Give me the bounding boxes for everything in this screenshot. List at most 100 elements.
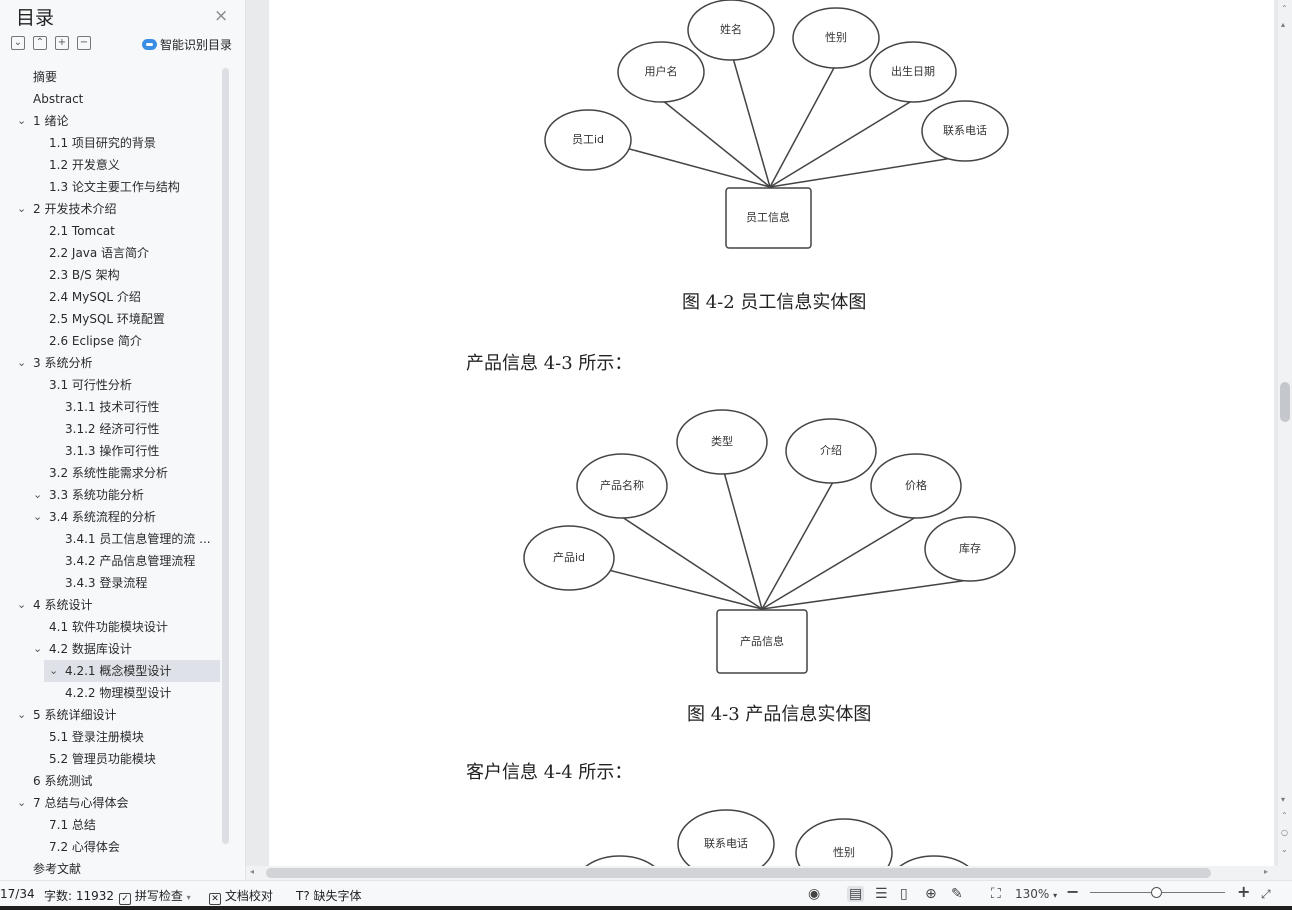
toc-item[interactable]: 5.1 登录注册模块 [8,726,220,748]
vertical-scrollbar[interactable]: ⌃ ▴ ▾ ⌃ ○ ⌄ [1278,0,1292,880]
toc-item[interactable]: 3.4.1 员工信息管理的流 ... [8,528,220,550]
spell-check-button[interactable]: ✓ 拼写检查 ▾ [119,887,191,905]
zoom-slider-knob[interactable] [1151,887,1163,898]
fit-page-icon[interactable]: ⛶ [991,886,1001,902]
toc-item[interactable]: ⌄4.2.1 概念模型设计 [44,660,220,682]
toc-item[interactable]: 3.1.3 操作可行性 [8,440,220,462]
toc-item[interactable]: ⌄2 开发技术介绍 [8,198,220,220]
fullscreen-icon[interactable]: ⤢ [1261,887,1271,901]
er-link [761,579,970,610]
vertical-scroll-thumb[interactable] [1280,382,1290,422]
toc-item[interactable]: 参考文献 [8,858,220,878]
toc-item-label: 6 系统测试 [33,774,93,788]
toc-item[interactable]: 6 系统测试 [8,770,220,792]
scroll-down-icon[interactable]: ▾ [1281,795,1286,804]
zoom-out-icon[interactable]: − [1066,882,1080,901]
toc-item[interactable]: 5.2 管理员功能模块 [8,748,220,770]
eye-protection-icon[interactable]: ◉ [808,886,821,902]
toc-item[interactable]: ⌄3 系统分析 [8,352,220,374]
zoom-in-icon[interactable]: + [1237,882,1251,901]
toc-scrollbar[interactable] [222,68,229,844]
prev-page-icon[interactable]: ⌃ [1281,811,1288,820]
toc-item[interactable]: 3.2 系统性能需求分析 [8,462,220,484]
entity-label: 产品信息 [740,634,784,648]
expand-down-icon[interactable]: ⌄ [11,36,25,50]
dropdown-arrow-icon[interactable]: ▾ [186,893,191,902]
toc-item[interactable]: 2.3 B/S 架构 [8,264,220,286]
toc-item[interactable]: 1.3 论文主要工作与结构 [8,176,220,198]
toc-item[interactable]: 7.2 心得体会 [8,836,220,858]
toc-item[interactable]: 2.5 MySQL 环境配置 [8,308,220,330]
toc-item[interactable]: ⌄1 绪论 [8,110,220,132]
word-count[interactable]: 字数: 11932 [44,889,115,903]
horizontal-scrollbar[interactable]: ◂ ▸ [246,866,1278,880]
er-diagram-employee: 员工id 用户名 姓名 性别 出生日期 联系电话 员工信息 [544,0,1009,249]
chevron-down-icon[interactable]: ⌄ [17,356,27,369]
chevron-down-icon[interactable]: ⌄ [33,510,43,523]
web-view-icon[interactable]: ⊕ [925,886,937,902]
toc-item-label: 1.3 论文主要工作与结构 [49,180,180,194]
proofread-button[interactable]: ✕ 文档校对 [209,887,273,905]
toc-item[interactable]: 3.1.1 技术可行性 [8,396,220,418]
toc-item[interactable]: ⌄4 系统设计 [8,594,220,616]
expand-all-icon[interactable]: + [55,36,69,50]
toc-item[interactable]: ⌄5 系统详细设计 [8,704,220,726]
attribute-label: 产品id [553,550,585,564]
scroll-up-icon[interactable]: ▴ [1281,20,1286,29]
toc-item[interactable]: ⌄7 总结与心得体会 [8,792,220,814]
toc-item[interactable]: 2.4 MySQL 介绍 [8,286,220,308]
toc-item[interactable]: 2.1 Tomcat [8,220,220,242]
toc-item[interactable]: 7.1 总结 [8,814,220,836]
toc-item[interactable]: Abstract [8,88,220,110]
status-bar: 17/34 字数: 11932 ✓ 拼写检查 ▾ ✕ 文档校对 T? 缺失字体 … [0,880,1292,906]
chevron-down-icon[interactable]: ⌄ [17,202,27,215]
smart-toc-label: 智能识别目录 [160,38,233,52]
toc-item-label: 2.1 Tomcat [49,224,115,238]
toc-item[interactable]: ⌄3.4 系统流程的分析 [8,506,220,528]
toc-item[interactable]: 3.1.2 经济可行性 [8,418,220,440]
toc-item[interactable]: 摘要 [8,66,220,88]
toc-item[interactable]: 1.2 开发意义 [8,154,220,176]
chevron-down-icon[interactable]: ⌄ [33,488,43,501]
page-indicator[interactable]: 17/34 [0,887,35,901]
toc-item[interactable]: 3.4.2 产品信息管理流程 [8,550,220,572]
toc-item[interactable]: 3.1 可行性分析 [8,374,220,396]
chevron-down-icon[interactable]: ⌄ [33,642,43,655]
toc-item[interactable]: 4.2.2 物理模型设计 [8,682,220,704]
page-select-icon[interactable]: ○ [1281,828,1288,837]
toc-item[interactable]: 2.2 Java 语言简介 [8,242,220,264]
toc-item[interactable]: ⌄3.3 系统功能分析 [8,484,220,506]
page-view-icon[interactable]: ▤ [847,886,865,902]
toc-item[interactable]: 3.4.3 登录流程 [8,572,220,594]
chevron-down-icon[interactable]: ⌄ [49,664,59,677]
proofread-label: 文档校对 [224,889,273,903]
toc-item[interactable]: ⌄ 4.2 数据库设计 [8,638,220,660]
toc-item[interactable]: 4.1 软件功能模块设计 [8,616,220,638]
pen-icon[interactable]: ✎ [951,886,963,902]
zoom-level[interactable]: 130% ▾ [1015,887,1057,901]
chevron-down-icon[interactable]: ⌄ [17,708,27,721]
horizontal-scroll-thumb[interactable] [266,868,1211,878]
close-icon[interactable]: × [214,6,229,26]
reading-view-icon[interactable]: ▯ [900,886,908,902]
next-page-icon[interactable]: ⌄ [1281,845,1288,854]
zoom-dropdown-icon[interactable]: ▾ [1053,891,1058,900]
scroll-right-icon[interactable]: ▸ [1264,867,1269,876]
chevron-down-icon[interactable]: ⌄ [17,114,27,127]
chevron-down-icon[interactable]: ⌄ [17,598,27,611]
toc-item[interactable]: 2.6 Eclipse 简介 [8,330,220,352]
missing-font-button[interactable]: T? 缺失字体 [296,887,362,904]
collapse-all-icon[interactable]: − [77,36,91,50]
scroll-top-icon[interactable]: ⌃ [1281,4,1288,13]
toc-title: 目录 [16,7,55,29]
paragraph-text: 产品信息 4-3 所示： [466,353,633,374]
collapse-up-icon[interactable]: ⌃ [33,36,47,50]
chevron-down-icon[interactable]: ⌄ [17,796,27,809]
smart-toc-button[interactable]: 智能识别目录 [142,36,232,53]
toc-item[interactable]: 1.1 项目研究的背景 [8,132,220,154]
outline-view-icon[interactable]: ☰ [875,886,888,902]
attribute-ellipse [921,100,1009,162]
toc-item-label: 4.2 数据库设计 [49,642,132,656]
scroll-left-icon[interactable]: ◂ [250,867,255,876]
